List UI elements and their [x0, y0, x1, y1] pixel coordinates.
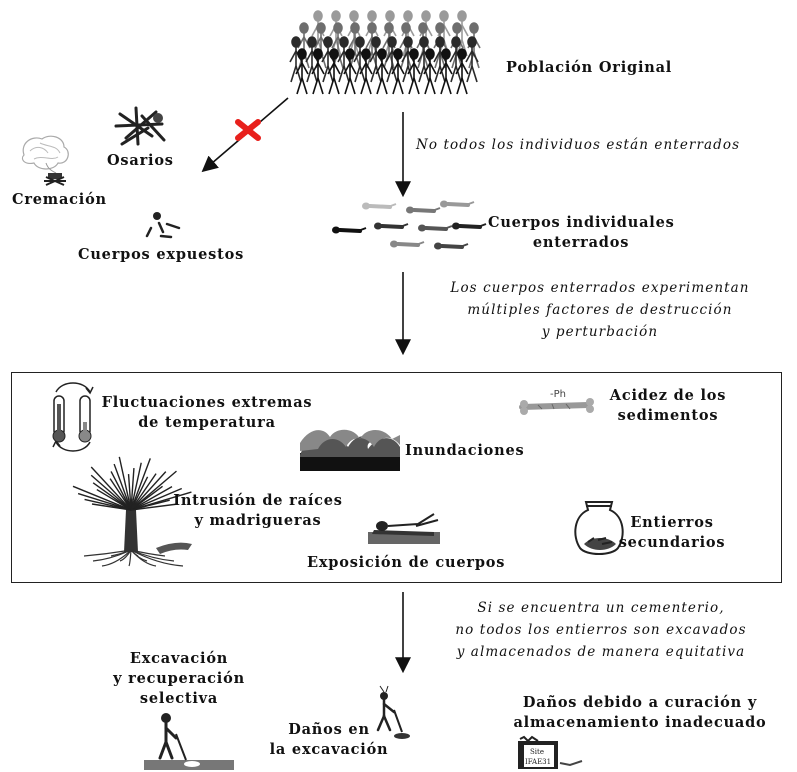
temperature-line-1: Fluctuaciones extremas: [101, 394, 313, 411]
excavator-figure-icon: [144, 713, 234, 770]
note-not-all-buried: No todos los individuos están enterrados: [416, 137, 741, 153]
buried-body: [434, 242, 469, 250]
buried-body: [406, 206, 441, 214]
person-figure: [439, 48, 453, 95]
note-cemetery-line-1: Si se encuentra un cementerio,: [477, 600, 725, 616]
person-figure: [295, 48, 309, 95]
destruction-factors-box: [11, 372, 782, 583]
excavation-damage-label: Daños en la excavación: [265, 720, 393, 760]
storage-box-icon: Site IFAE31: [518, 735, 583, 769]
ossuary-bones-icon: [114, 106, 166, 146]
person-figure: [337, 36, 351, 83]
buried-body: [374, 222, 409, 230]
person-figure: [401, 36, 415, 83]
person-figure: [321, 36, 335, 83]
buried-body: [362, 202, 397, 210]
excavation-damage-line-2: la excavación: [269, 741, 389, 758]
exposed-bodies-label: Cuerpos expuestos: [78, 246, 245, 263]
person-figure: [455, 48, 469, 95]
tree-roots-icon: [72, 456, 192, 567]
curation-line-2: almacenamiento inadecuado: [513, 714, 767, 731]
person-figure: [449, 36, 463, 83]
acid-bone-icon: -Ph: [519, 389, 594, 415]
buried-body: [440, 200, 475, 208]
box-text-2: IFAE31: [525, 758, 551, 766]
excavation-damage-icon: [376, 685, 410, 739]
selective-label: Excavación y recuperación selectiva: [100, 649, 258, 709]
roots-line-2: y madrigueras: [194, 512, 322, 529]
buried-label-line-1: Cuerpos individuales: [488, 214, 675, 231]
note-destruction-line-1: Los cuerpos enterrados experimentan: [450, 280, 750, 296]
excavation-damage-line-1: Daños en: [288, 721, 370, 738]
buried-body: [390, 240, 425, 248]
floods-label: Inundaciones: [405, 442, 525, 459]
curation-damage-label: Daños debido a curación y almacenamiento…: [508, 693, 772, 733]
acidity-line-2: sedimentos: [617, 407, 719, 424]
ossuaries-label: Osarios: [107, 152, 174, 169]
selective-line-1: Excavación: [129, 650, 229, 667]
note-cemetery-line-3: y almacenados de manera equitativa: [456, 644, 746, 660]
cremation-fire-icon: [21, 135, 69, 186]
cremation-label: Cremación: [12, 191, 107, 208]
secondary-line-1: Entierros: [630, 514, 714, 531]
note-destruction-line-2: múltiples factores de destrucción: [467, 302, 733, 318]
note-destruction-line-3: y perturbación: [541, 324, 659, 340]
person-figure: [305, 36, 319, 83]
selective-line-3: selectiva: [139, 690, 219, 707]
waves-icon: [300, 429, 400, 471]
person-figure: [343, 48, 357, 95]
buried-bodies-label: Cuerpos individuales enterrados: [488, 213, 674, 253]
person-figure: [327, 48, 341, 95]
red-x-icon: [235, 119, 261, 141]
selective-line-2: y recuperación: [113, 670, 245, 687]
buried-body: [418, 224, 453, 232]
buried-body: [452, 222, 487, 230]
person-figure: [311, 48, 325, 95]
population-crowd-icon: [289, 10, 481, 95]
roots-line-1: Intrusión de raíces: [173, 492, 343, 509]
exposure-label: Exposición de cuerpos: [307, 554, 506, 571]
box-text-1: Site: [530, 748, 544, 756]
temperature-label: Fluctuaciones extremas de temperatura: [100, 393, 314, 433]
person-figure: [391, 48, 405, 95]
urn-icon: [574, 501, 624, 555]
person-figure: [359, 48, 373, 95]
temperature-line-2: de temperatura: [138, 414, 276, 431]
acidity-label: Acidez de los sedimentos: [598, 386, 738, 426]
population-label: Población Original: [506, 59, 673, 76]
person-figure: [465, 36, 479, 83]
acidity-line-1: Acidez de los: [609, 387, 727, 404]
thermometers-icon: [52, 382, 94, 452]
note-cemetery-line-2: no todos los entierros son excavados: [455, 622, 747, 638]
buried-label-line-2: enterrados: [532, 234, 630, 251]
person-figure: [375, 48, 389, 95]
person-figure: [423, 48, 437, 95]
acidity-icon-text: -Ph: [550, 389, 566, 400]
buried-body: [332, 226, 367, 234]
roots-label: Intrusión de raíces y madrigueras: [160, 491, 356, 531]
person-figure: [417, 36, 431, 83]
person-figure: [407, 48, 421, 95]
exposed-body-icon: [368, 513, 440, 544]
secondary-line-2: secundarios: [618, 534, 726, 551]
exposed-bones-icon: [145, 212, 181, 239]
note-destruction: Los cuerpos enterrados experimentan múlt…: [420, 277, 780, 343]
buried-bodies-icon: [332, 200, 487, 250]
curation-line-1: Daños debido a curación y: [522, 694, 758, 711]
note-cemetery: Si se encuentra un cementerio, no todos …: [420, 597, 782, 663]
secondary-label: Entierros secundarios: [616, 513, 728, 553]
